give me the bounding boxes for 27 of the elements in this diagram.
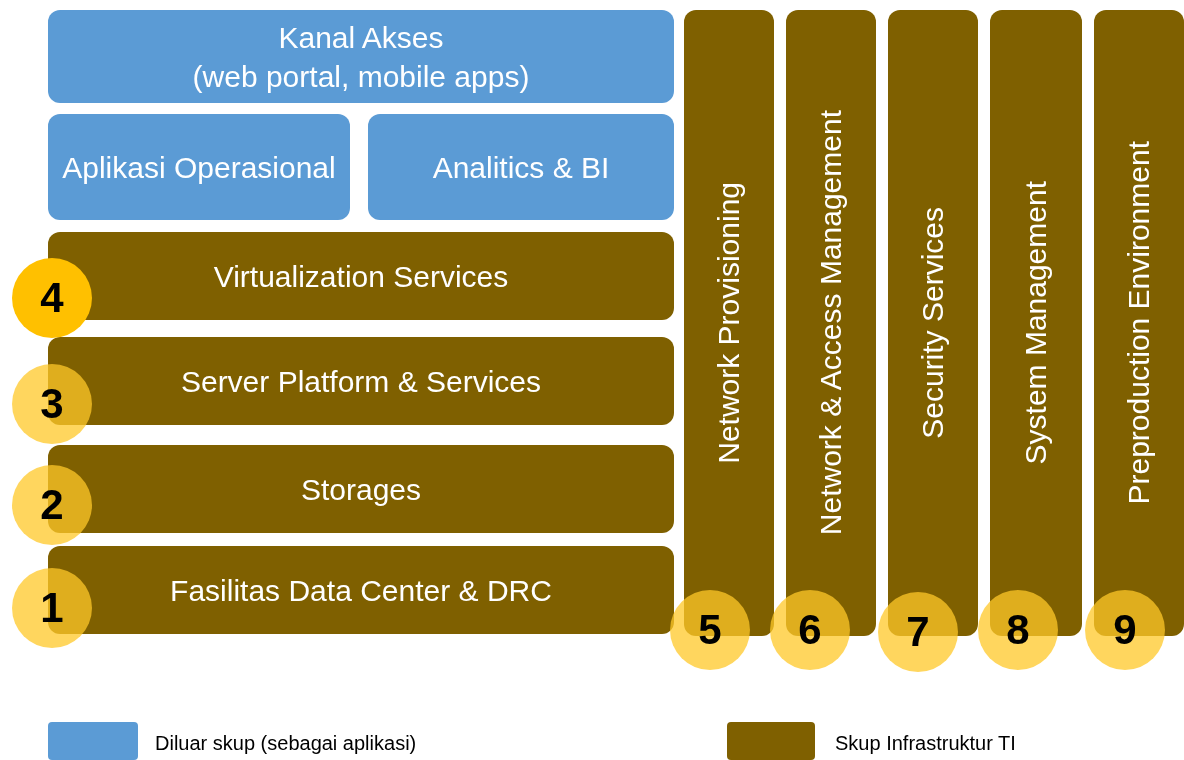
column-label: Preproduction Environment <box>1122 141 1156 505</box>
column-label: System Management <box>1019 181 1053 465</box>
number-badge: 4 <box>12 258 92 338</box>
number-badge: 1 <box>12 568 92 648</box>
number-badge: 5 <box>670 590 750 670</box>
number-badge: 3 <box>12 364 92 444</box>
column-label: Network Provisioning <box>712 182 746 464</box>
layer-label: Virtualization Services <box>213 258 509 295</box>
legend-label: Skup Infrastruktur TI <box>835 732 1016 755</box>
layer-label: Storages <box>300 471 422 508</box>
layer-box <box>368 114 674 220</box>
layer-label: (web portal, mobile apps) <box>192 58 530 95</box>
layer-label: Kanal Akses <box>278 19 444 56</box>
column-label: Network & Access Management <box>814 110 848 536</box>
layer-box <box>48 10 674 103</box>
layer-label: Server Platform & Services <box>180 363 542 400</box>
layer-box <box>48 114 350 220</box>
layer-label: Aplikasi Operasional <box>62 149 336 186</box>
number-badge: 6 <box>770 590 850 670</box>
layer-label: Analitics & BI <box>432 149 610 186</box>
number-badge: 9 <box>1085 590 1165 670</box>
column-label: Security Services <box>916 207 950 439</box>
number-badge: 2 <box>12 465 92 545</box>
number-badge: 8 <box>978 590 1058 670</box>
legend-label: Diluar skup (sebagai aplikasi) <box>155 732 417 755</box>
number-badge: 7 <box>878 592 958 672</box>
layer-label: Fasilitas Data Center & DRC <box>170 572 552 609</box>
